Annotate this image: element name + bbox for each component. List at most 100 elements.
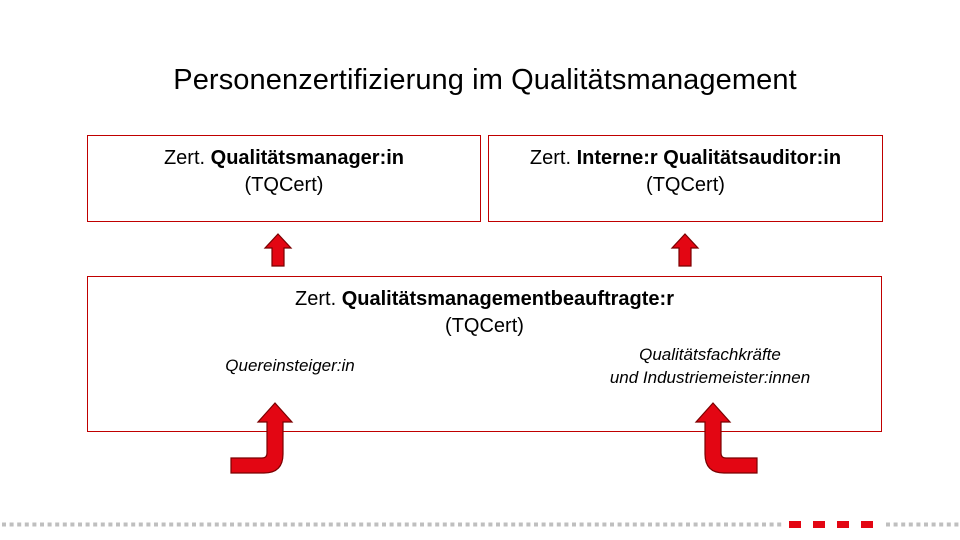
footer-dot [93, 522, 98, 527]
footer-dot [564, 522, 569, 527]
footer-dot [579, 522, 584, 527]
footer-dot [746, 522, 751, 527]
footer-dot [708, 522, 713, 527]
footer-dot [321, 522, 326, 527]
footer-dot [230, 522, 234, 527]
footer-dot [17, 522, 22, 527]
footer-dot [701, 522, 706, 527]
cert-prefix: Zert. [295, 288, 342, 310]
footer-dot [901, 522, 906, 527]
footer-dot [518, 522, 523, 527]
footer-dot [886, 522, 890, 527]
footer-dot [480, 522, 485, 527]
footer-dot [260, 522, 265, 527]
box-interner-auditor: Zert. Interne:r Qualitätsauditor:in (TQC… [488, 135, 883, 222]
footer-red-square [861, 521, 873, 528]
cert-name: Interne:r Qualitätsauditor:in [576, 147, 842, 169]
cert-issuer: (TQCert) [244, 174, 324, 196]
footer-dot [207, 522, 212, 527]
footer-dot [237, 522, 242, 527]
entry-path-line: Qualitätsfachkräfte [639, 345, 781, 364]
footer-dot [154, 522, 158, 527]
bent-arrow-left-icon [230, 402, 294, 474]
footer-dot [192, 522, 196, 527]
footer-dot [716, 522, 721, 527]
footer-dot [245, 522, 250, 527]
footer-dot [199, 522, 204, 527]
cert-prefix: Zert. [163, 147, 211, 169]
bent-arrow-right-icon [694, 402, 758, 474]
footer-dot [496, 522, 500, 527]
footer-dot [939, 522, 944, 527]
slide-title: Personenzertifizierung im Qualitätsmanag… [173, 64, 797, 96]
footer-dot [344, 522, 348, 527]
footer-dot [503, 522, 508, 527]
footer-dot [100, 522, 105, 527]
footer-dot [146, 522, 151, 527]
footer-dot [762, 522, 766, 527]
footer-dot [954, 522, 959, 527]
footer-dot [313, 522, 318, 527]
footer-dot [617, 522, 622, 527]
footer-dot [70, 522, 75, 527]
box-qmb: Zert. Qualitätsmanagementbeauftragte:r (… [87, 276, 882, 432]
footer-dot [724, 522, 728, 527]
footer-dot [336, 522, 341, 527]
footer-dot [169, 522, 174, 527]
box-interner-auditor-heading: Zert. Interne:r Qualitätsauditor:in [489, 145, 882, 172]
footer-dot [916, 522, 921, 527]
footer-dot [161, 522, 166, 527]
footer-dot [450, 522, 455, 527]
footer-dot [275, 522, 280, 527]
arrow-up-right-icon [670, 233, 700, 267]
footer-dot [9, 522, 14, 527]
footer-dot [526, 522, 531, 527]
footer-dot [252, 522, 257, 527]
footer-dot [693, 522, 698, 527]
footer-dot [442, 522, 447, 527]
footer-dot [754, 522, 759, 527]
footer-dot [374, 522, 379, 527]
footer-dot [184, 522, 189, 527]
footer-dot [389, 522, 394, 527]
footer-dot [908, 522, 913, 527]
footer-dot [298, 522, 303, 527]
box-qualitaetsmanager-heading: Zert. Qualitätsmanager:in [88, 145, 480, 172]
footer-dot [946, 522, 951, 527]
footer-dot [572, 522, 576, 527]
footer-dot [473, 522, 478, 527]
footer-dot [655, 522, 660, 527]
footer-dot [78, 522, 82, 527]
footer-dot [283, 522, 288, 527]
footer-dot [24, 522, 29, 527]
footer-dot [602, 522, 607, 527]
arrow-up-left-icon [263, 233, 293, 267]
footer-dot [670, 522, 675, 527]
footer-dot [47, 522, 52, 527]
footer-dot [587, 522, 592, 527]
footer-dot [686, 522, 690, 527]
footer-dot [893, 522, 898, 527]
footer-dot [427, 522, 432, 527]
footer-dot [777, 522, 782, 527]
footer-dot [549, 522, 554, 527]
footer-dot [32, 522, 37, 527]
footer-dot [640, 522, 645, 527]
footer-dot [359, 522, 364, 527]
footer-dot [328, 522, 333, 527]
cert-name: Qualitätsmanagementbeauftragte:r [341, 288, 674, 310]
cert-name: Qualitätsmanager:in [210, 147, 405, 169]
footer-dot [108, 522, 113, 527]
footer-dot [739, 522, 744, 527]
footer-dot [924, 522, 928, 527]
footer-dot [420, 522, 424, 527]
footer-dot [306, 522, 310, 527]
box-qualitaetsmanager: Zert. Qualitätsmanager:in (TQCert) [87, 135, 481, 222]
footer-dot [625, 522, 630, 527]
footer-dot [123, 522, 128, 527]
entry-path-qualitaetsfachkraefte: Qualitätsfachkräfte und Industriemeister… [570, 343, 850, 389]
footer-dot [435, 522, 440, 527]
footer-dot [632, 522, 637, 527]
box-qmb-heading: Zert. Qualitätsmanagementbeauftragte:r [88, 286, 881, 313]
footer-dot [541, 522, 546, 527]
